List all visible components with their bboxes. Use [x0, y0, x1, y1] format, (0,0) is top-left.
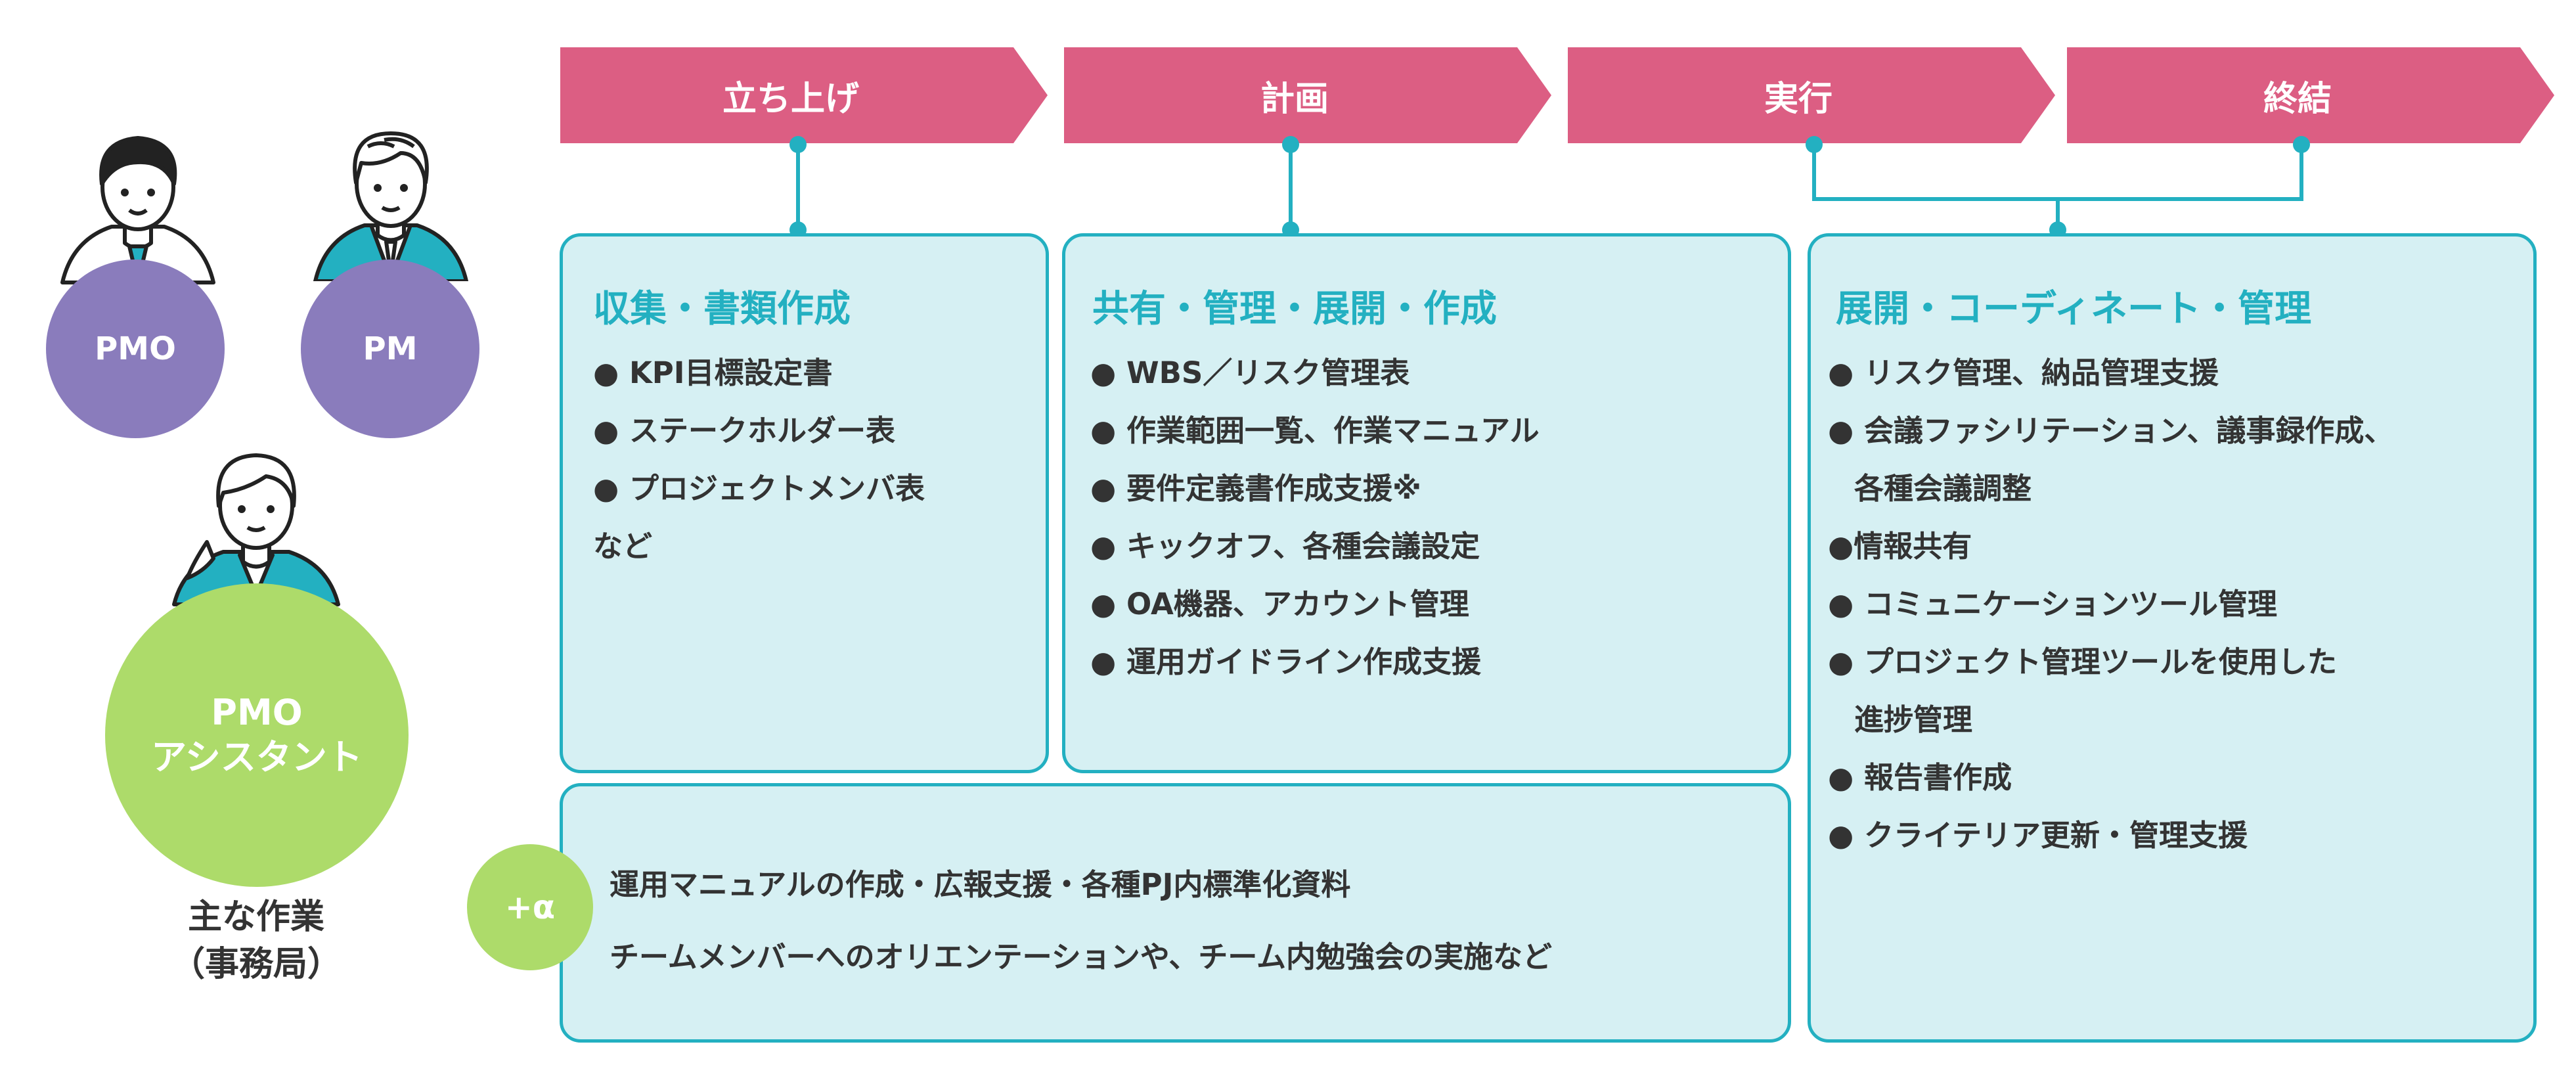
- person-male-icon: [60, 136, 215, 284]
- bullet-icon: ●: [1828, 644, 1864, 679]
- box-title: 収集・書類作成: [593, 288, 851, 330]
- phase-label: 計画: [1260, 79, 1329, 119]
- task-list: ● KPI目標設定書 ● ステークホルダー表 ● プロジェクトメンバ表 など: [593, 344, 925, 575]
- list-item-continuation: 各種会議調整: [1854, 471, 2032, 506]
- task-list: ● リスク管理、納品管理支援 ● 会議ファシリテーション、議事録作成、 各種会議…: [1828, 344, 2393, 865]
- list-item: ● リスク管理、納品管理支援: [1828, 355, 2219, 390]
- list-item: ● コミュニケーションツール管理: [1828, 587, 2278, 621]
- box-title: 共有・管理・展開・作成: [1092, 288, 1497, 330]
- phase-arrow-planning: 計画: [1064, 47, 1551, 143]
- task-list: ● WBS／リスク管理表 ● 作業範囲一覧、作業マニュアル ● 要件定義書作成支…: [1090, 344, 1540, 691]
- role-pm: PM: [301, 259, 479, 438]
- task-box-execution-closing: [1808, 233, 2537, 1043]
- role-label-line-2: アシスタント: [151, 736, 363, 778]
- list-item: ● 報告書作成: [1828, 760, 2012, 795]
- list-footer: など: [593, 529, 653, 564]
- list-item: ● 要件定義書作成支援※: [1090, 471, 1421, 506]
- bullet-icon: ●: [1090, 587, 1126, 621]
- list-item: ● KPI目標設定書: [593, 355, 833, 390]
- list-item-continuation: 進捗管理: [1854, 702, 1973, 737]
- bullet-icon: ●: [1828, 760, 1864, 795]
- chevron-arrow-shape: [1568, 47, 2055, 143]
- bullet-icon: ●: [1090, 644, 1126, 679]
- extra-tasks-line-1: 運用マニュアルの作成・広報支援・各種PJ内標準化資料: [610, 867, 1351, 902]
- role-pmo: PMO: [46, 259, 225, 438]
- phase-arrow-initiation: 立ち上げ: [560, 47, 1048, 143]
- task-box-initiation: [560, 233, 1049, 773]
- role-label-line-1: PMO: [211, 692, 303, 733]
- bullet-icon: ●: [1090, 529, 1126, 564]
- bullet-icon: ●: [1828, 818, 1864, 853]
- phase-label: 実行: [1764, 79, 1832, 119]
- bullet-icon: ●: [1090, 471, 1126, 506]
- list-item: ● OA機器、アカウント管理: [1090, 587, 1469, 621]
- chevron-arrow-shape: [2067, 47, 2554, 143]
- bullet-icon: ●: [593, 355, 629, 390]
- list-item: ● プロジェクト管理ツールを使用した: [1828, 644, 2337, 679]
- list-item: ● ステークホルダー表: [593, 413, 895, 448]
- bullet-icon: ●: [593, 413, 629, 448]
- task-box-planning: [1062, 233, 1791, 773]
- caption-line-1: 主な作業: [187, 897, 324, 937]
- list-item: ● キックオフ、各種会議設定: [1090, 529, 1480, 564]
- bullet-icon: ●: [593, 471, 629, 506]
- bullet-icon: ●: [1828, 355, 1864, 390]
- plus-alpha-badge: +α: [467, 844, 593, 970]
- phase-arrow-execution: 実行: [1568, 47, 2055, 143]
- role-pmo-assistant: PMO アシスタント: [105, 583, 409, 887]
- bullet-icon: ●: [1828, 529, 1854, 564]
- chevron-arrow-shape: [560, 47, 1048, 143]
- chevron-arrow-shape: [1064, 47, 1551, 143]
- list-item: ● 会議ファシリテーション、議事録作成、: [1828, 413, 2394, 448]
- phase-label: 終結: [2263, 79, 2332, 119]
- person-female-icon: [172, 453, 340, 606]
- bullet-icon: ●: [1828, 413, 1864, 448]
- box-title: 展開・コーディネート・管理: [1836, 288, 2312, 330]
- phase-label: 立ち上げ: [722, 79, 859, 119]
- extra-tasks-box: [560, 783, 1791, 1043]
- list-item: ● WBS／リスク管理表: [1090, 355, 1410, 390]
- phase-arrow-closing: 終結: [2067, 47, 2554, 143]
- list-item: ● 運用ガイドライン作成支援: [1090, 644, 1481, 679]
- bullet-icon: ●: [1828, 587, 1864, 621]
- role-caption: 主な作業 （事務局）: [125, 893, 388, 988]
- list-item: ●情報共有: [1828, 529, 1972, 564]
- list-item: ● 作業範囲一覧、作業マニュアル: [1090, 413, 1540, 448]
- list-item: ● プロジェクトメンバ表: [593, 471, 925, 506]
- bullet-icon: ●: [1090, 413, 1126, 448]
- extra-tasks-line-2: チームメンバーへのオリエンテーションや、チーム内勉強会の実施など: [610, 939, 1553, 974]
- list-item: ● クライテリア更新・管理支援: [1828, 818, 2248, 853]
- caption-line-2: （事務局）: [170, 945, 342, 984]
- bullet-icon: ●: [1090, 355, 1126, 390]
- person-suit-icon: [313, 131, 468, 281]
